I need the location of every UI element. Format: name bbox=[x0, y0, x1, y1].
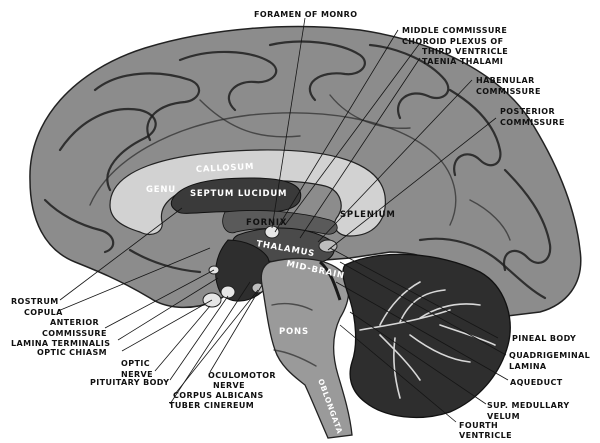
posterior-commissure-label-line2: COMMISSURE bbox=[500, 118, 565, 127]
cerebellum bbox=[342, 253, 511, 419]
fourth-ventricle-label-line1: FOURTH bbox=[459, 421, 498, 430]
leader-line bbox=[117, 277, 219, 341]
arbor-vitae bbox=[379, 334, 421, 381]
aqueduct-channel bbox=[319, 260, 342, 301]
sulcus-line bbox=[128, 248, 202, 274]
pons-fold bbox=[273, 349, 317, 367]
sulcus-line bbox=[502, 168, 552, 272]
sup-medullary-velum-label-line2: VELUM bbox=[487, 412, 520, 421]
optic-nerve-label-line1: OPTIC bbox=[121, 359, 150, 368]
leader-line bbox=[299, 57, 421, 239]
leader-line bbox=[169, 295, 229, 381]
arbor-vitae bbox=[419, 303, 481, 319]
leader-line bbox=[339, 324, 457, 423]
pons-fold bbox=[271, 302, 313, 311]
oculomotor-nerve-label-line2: NERVE bbox=[213, 381, 245, 390]
quadrigeminal-lamina-label-line1: QUADRIGEMINAL bbox=[509, 351, 590, 360]
leader-line bbox=[327, 117, 497, 251]
callosum-label: CALLOSUM bbox=[196, 162, 255, 175]
leader-line bbox=[284, 42, 421, 226]
optic-chiasm-label: OPTIC CHIASM bbox=[37, 348, 107, 357]
optic-nerve-label-line2: NERVE bbox=[121, 370, 153, 379]
leader-line bbox=[174, 289, 259, 395]
anterior-commissure-label-line2: COMMISSURE bbox=[42, 329, 107, 338]
arbor-vitae bbox=[359, 309, 451, 331]
pineal-body-label: PINEAL BODY bbox=[512, 334, 576, 343]
leader-line bbox=[339, 261, 507, 356]
choroid-plexus-label-line1: CHOROID PLEXUS OF bbox=[402, 37, 503, 46]
leader-line bbox=[104, 269, 215, 329]
aqueduct-label: AQUEDUCT bbox=[510, 378, 563, 387]
leader-line bbox=[59, 207, 183, 301]
fornix-label: FORNIX bbox=[246, 218, 287, 228]
septum-lucidum-label: SEPTUM LUCIDUM bbox=[190, 189, 287, 199]
brain-stem bbox=[260, 257, 353, 439]
habenular-commissure-label-line1: HABENULAR bbox=[476, 76, 535, 85]
choroid-plexus-label-line2: THIRD VENTRICLE bbox=[422, 47, 508, 56]
cingulate-sulcus bbox=[89, 112, 457, 226]
lamina-terminalis-label: LAMINA TERMINALIS bbox=[11, 339, 110, 348]
corpus-albicans-label: CORPUS ALBICANS bbox=[173, 391, 264, 400]
tuber-cinereum-label: TUBER CINEREUM bbox=[169, 401, 254, 410]
leader-line bbox=[335, 281, 509, 381]
sulcus-line bbox=[329, 94, 411, 129]
arbor-vitae bbox=[399, 289, 446, 323]
fourth-ventricle-label-line2: VENTRICLE bbox=[459, 431, 512, 440]
sulcus-line bbox=[199, 99, 301, 138]
oculomotor-nerve-label-line1: OCULOMOTOR bbox=[208, 371, 276, 380]
sulcus-line bbox=[178, 50, 278, 112]
rostrum-label: ROSTRUM bbox=[11, 297, 59, 306]
middle-commissure-label: MIDDLE COMMISSURE bbox=[402, 26, 507, 35]
leader-line bbox=[57, 247, 211, 312]
pituitary-body-label: PITUITARY BODY bbox=[90, 378, 169, 387]
pituitary-body bbox=[220, 285, 236, 299]
leader-line bbox=[121, 299, 213, 352]
calcarine-sulcus bbox=[418, 237, 547, 300]
anterior-commissure-label-line1: ANTERIOR bbox=[50, 318, 99, 327]
leader-line bbox=[349, 311, 487, 405]
leader-line bbox=[317, 79, 473, 243]
arbor-vitae bbox=[409, 334, 471, 363]
quadrigeminal-lamina-label-line2: LAMINA bbox=[509, 362, 547, 371]
leader-line bbox=[329, 247, 499, 339]
sulcus-line bbox=[368, 43, 450, 120]
sulcus-line bbox=[448, 88, 502, 177]
arbor-vitae bbox=[379, 281, 421, 326]
sup-medullary-velum-label-line1: SUP. MEDULLARY bbox=[487, 401, 570, 410]
leader-line bbox=[271, 17, 306, 229]
taenia-thalami-label: TAENIA THALAMI bbox=[422, 57, 503, 66]
sulcus-line bbox=[58, 108, 157, 192]
copula-label: COPULA bbox=[24, 308, 63, 317]
splenium-label: SPLENIUM bbox=[340, 210, 396, 220]
leader-line bbox=[169, 281, 251, 405]
foramen-of-monro-label: FORAMEN OF MONRO bbox=[254, 10, 357, 19]
posterior-commissure-label-line1: POSTERIOR bbox=[500, 107, 555, 116]
sulcus-line bbox=[43, 198, 115, 254]
habenular-commissure-label-line2: COMMISSURE bbox=[476, 87, 541, 96]
genu-label: GENU bbox=[146, 185, 176, 195]
pons-label: PONS bbox=[279, 327, 309, 337]
leader-line bbox=[274, 29, 399, 233]
sulcus-line bbox=[469, 199, 511, 241]
arbor-vitae bbox=[393, 337, 401, 399]
sulcus-line bbox=[268, 40, 366, 102]
leader-line bbox=[154, 305, 211, 372]
arbor-vitae bbox=[439, 324, 496, 346]
corpus-callosum bbox=[109, 149, 386, 237]
sulcus-line bbox=[93, 72, 201, 142]
leader-line bbox=[209, 284, 263, 373]
